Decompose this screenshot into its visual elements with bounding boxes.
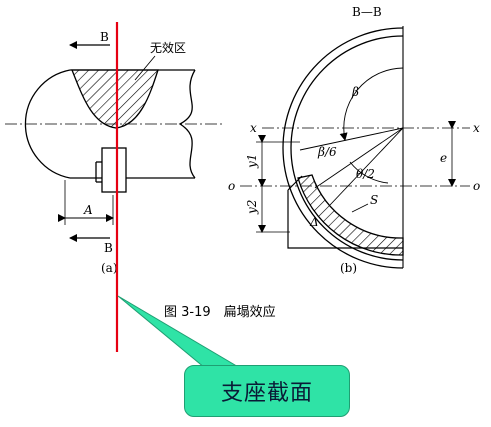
support-saddle [101,147,127,193]
callout-label: 支座截面 [220,381,313,406]
s-label: S [370,193,378,207]
e-label: e [440,151,447,165]
beta-label: β [351,85,359,99]
y2-label: y2 [245,200,259,215]
figure-a [5,41,222,242]
callout-support-section: 支座截面 [184,365,350,417]
x-axis-right-label: x [473,121,480,135]
delta-label: Δ [309,215,319,229]
y1-label: y1 [245,154,259,169]
o-axis-right-label: o [473,179,480,193]
caption-b: (b) [340,261,357,275]
support-saddle-b [287,175,403,249]
x-axis-left-label: x [250,121,257,135]
beta-arc [339,67,404,141]
s-zone-hatch [297,174,404,256]
invalid-zone-label: 无效区 [150,40,186,55]
invalid-zone-hatch [71,69,159,129]
theta-arc [349,161,389,184]
dim-a-label: A [83,203,93,217]
shell-inner [290,35,404,261]
invalid-zone-leader [134,55,156,81]
caption-a: (a) [101,261,118,275]
shell-outer [282,27,404,269]
beta-over-6-label: β/6 [317,145,337,159]
figure-caption: 图 3-19 扁塌效应 [164,304,276,320]
o-axis-left-label: o [228,179,235,193]
theta-over-2-label: θ/2 [356,167,375,181]
section-title: B—B [352,5,382,19]
arrow-b-bottom-label: B [104,241,113,255]
arrow-b-top-label: B [100,30,109,44]
figure-b [240,26,470,269]
